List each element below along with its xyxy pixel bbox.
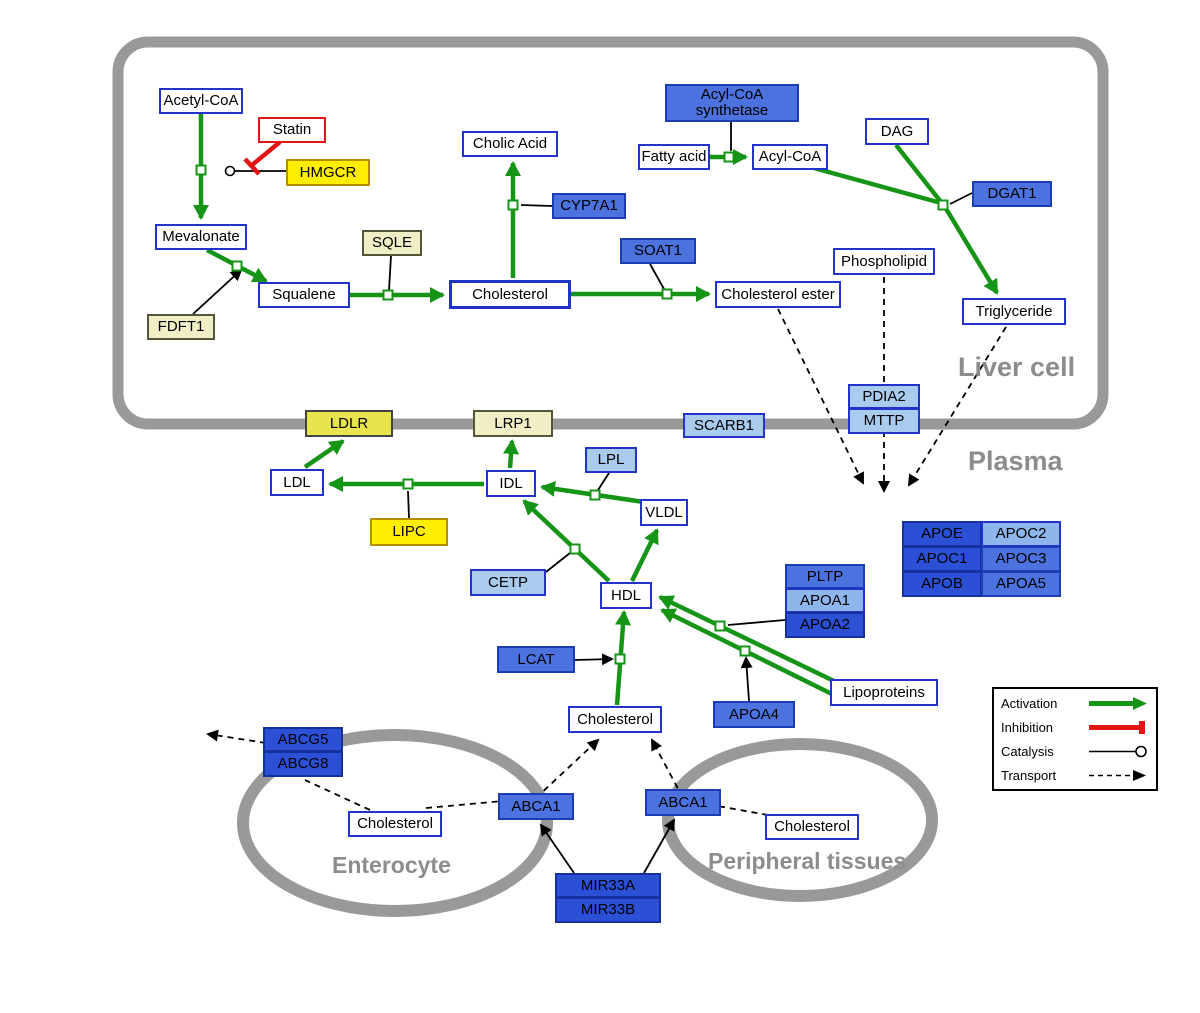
node-apob[interactable]: APOB: [902, 571, 982, 597]
catalysis-edges: [192, 122, 973, 874]
node-mir33a[interactable]: MIR33A: [555, 873, 661, 898]
peripheral-tissues-label: Peripheral tissues: [708, 848, 907, 874]
enterocyte-membrane: [237, 729, 553, 917]
node-apoc2[interactable]: APOC2: [981, 521, 1061, 547]
node-cholic-acid[interactable]: Cholic Acid: [462, 131, 558, 157]
node-apoa2[interactable]: APOA2: [785, 612, 865, 638]
node-cholesterol-peripheral[interactable]: Cholesterol: [765, 814, 859, 840]
node-mevalonate[interactable]: Mevalonate: [155, 224, 247, 250]
node-mir33b[interactable]: MIR33B: [555, 897, 661, 923]
node-lipc[interactable]: LIPC: [370, 518, 448, 546]
liver-cell-label: Liver cell: [958, 352, 1076, 382]
node-sqle[interactable]: SQLE: [362, 230, 422, 256]
node-lrp1[interactable]: LRP1: [473, 410, 553, 437]
node-abcg5[interactable]: ABCG5: [263, 727, 343, 752]
node-cholesterol-liver[interactable]: Cholesterol: [449, 280, 571, 309]
legend: Activation Inhibition Catalysis Transpor…: [992, 687, 1158, 791]
activation-arrow-icon: [1089, 696, 1147, 710]
node-abca1-enterocyte[interactable]: ABCA1: [498, 793, 574, 820]
node-abcg8[interactable]: ABCG8: [263, 751, 343, 777]
legend-inhibition: Inhibition: [994, 715, 1156, 739]
legend-catalysis: Catalysis: [994, 739, 1156, 763]
node-vldl[interactable]: VLDL: [640, 499, 688, 526]
legend-activation: Activation: [994, 691, 1156, 715]
node-cyp7a1[interactable]: CYP7A1: [552, 193, 626, 219]
node-cholesterol-enterocyte[interactable]: Cholesterol: [348, 811, 442, 837]
node-dag[interactable]: DAG: [865, 118, 929, 145]
statin-inhibition-edge: [243, 140, 282, 176]
node-acyl-coa-synthetase[interactable]: Acyl-CoA synthetase: [665, 84, 799, 122]
legend-inhibition-label: Inhibition: [1001, 719, 1054, 735]
node-apoc3[interactable]: APOC3: [981, 546, 1061, 572]
node-soat1[interactable]: SOAT1: [620, 238, 696, 264]
node-cholesterol-ester[interactable]: Cholesterol ester: [715, 281, 841, 308]
legend-catalysis-label: Catalysis: [1001, 743, 1054, 759]
node-fdft1[interactable]: FDFT1: [147, 314, 215, 340]
node-fatty-acid[interactable]: Fatty acid: [638, 144, 710, 170]
transport-dashed-arrow-icon: [1089, 769, 1146, 781]
node-scarb1[interactable]: SCARB1: [683, 413, 765, 438]
node-apoe[interactable]: APOE: [902, 521, 982, 547]
catalysis-circle-icon: [1089, 745, 1147, 757]
node-cetp[interactable]: CETP: [470, 569, 546, 596]
node-abca1-peripheral[interactable]: ABCA1: [645, 789, 721, 816]
node-hmgcr[interactable]: HMGCR: [286, 159, 370, 186]
node-acetyl-coa[interactable]: Acetyl-CoA: [159, 88, 243, 114]
node-pltp[interactable]: PLTP: [785, 564, 865, 589]
node-ldl[interactable]: LDL: [270, 469, 324, 496]
legend-transport: Transport: [994, 763, 1156, 787]
node-pdia2[interactable]: PDIA2: [848, 384, 920, 409]
node-statin[interactable]: Statin: [258, 117, 326, 143]
reaction-nodes: [195, 151, 949, 665]
node-apoa1[interactable]: APOA1: [785, 588, 865, 613]
node-squalene[interactable]: Squalene: [258, 282, 350, 308]
node-lpl[interactable]: LPL: [585, 447, 637, 473]
node-apoc1[interactable]: APOC1: [902, 546, 982, 572]
legend-transport-label: Transport: [1001, 767, 1057, 783]
enterocyte-label: Enterocyte: [332, 852, 451, 878]
node-apoa4[interactable]: APOA4: [713, 701, 795, 728]
node-dgat1[interactable]: DGAT1: [972, 181, 1052, 207]
node-acyl-coa[interactable]: Acyl-CoA: [752, 144, 828, 170]
node-cholesterol-plasma[interactable]: Cholesterol: [568, 706, 662, 733]
node-apoa5[interactable]: APOA5: [981, 571, 1061, 597]
node-ldlr[interactable]: LDLR: [305, 410, 393, 437]
liver-cell-membrane: [112, 36, 1109, 430]
plasma-label: Plasma: [968, 446, 1063, 476]
legend-activation-label: Activation: [1001, 695, 1058, 711]
inhibition-tbar-icon: [1089, 720, 1145, 734]
node-idl[interactable]: IDL: [486, 470, 536, 497]
node-lcat[interactable]: LCAT: [497, 646, 575, 673]
node-phospholipid[interactable]: Phospholipid: [833, 248, 935, 275]
node-mttp[interactable]: MTTP: [848, 408, 920, 434]
node-triglyceride[interactable]: Triglyceride: [962, 298, 1066, 325]
node-lipoproteins[interactable]: Lipoproteins: [830, 679, 938, 706]
node-hdl[interactable]: HDL: [600, 582, 652, 609]
